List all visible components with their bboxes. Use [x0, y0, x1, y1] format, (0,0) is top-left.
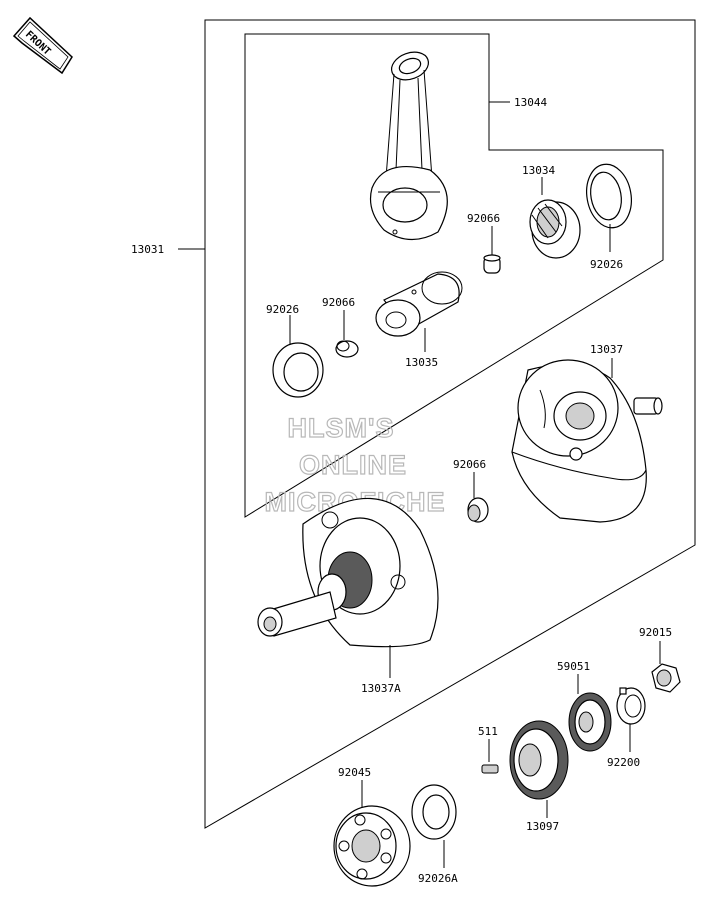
- nut: [651, 663, 681, 693]
- label-13037: 13037: [590, 343, 623, 356]
- connecting-rod-kit-outline: [244, 33, 664, 518]
- label-13097: 13097: [526, 820, 559, 833]
- pin-lower: [467, 497, 489, 523]
- thrust-washer-92026a: [411, 784, 457, 840]
- watermark-line-2: ONLINE: [299, 450, 407, 480]
- label-59051: 59051: [557, 660, 590, 673]
- pin-middle: [335, 340, 359, 358]
- watermark-line-1: HLSM'S: [288, 413, 395, 443]
- leader-lines: [178, 101, 661, 868]
- label-13037A: 13037A: [361, 682, 401, 695]
- thrust-washer-left: [272, 342, 324, 398]
- label-13034: 13034: [522, 164, 555, 177]
- lock-washer: [616, 687, 646, 725]
- label-13035: 13035: [405, 356, 438, 369]
- label-13031: 13031: [131, 243, 164, 256]
- gear-13097: [509, 720, 569, 800]
- label-92026-left: 92026: [266, 303, 299, 316]
- part-labels: 13031 13044 13034 92066 92026 92026 9206…: [131, 96, 672, 885]
- connecting-rod: [369, 51, 448, 241]
- label-92066-lower: 92066: [453, 458, 486, 471]
- watermark: HLSM'S ONLINE MICROFICHE: [264, 412, 445, 517]
- pin-upper: [483, 254, 501, 274]
- front-direction-badge: FRONT: [12, 16, 73, 75]
- woodruff-key: [481, 764, 499, 774]
- crank-pin: [375, 271, 463, 337]
- label-13044: 13044: [514, 96, 547, 109]
- needle-bearing: [529, 199, 581, 259]
- label-92026A: 92026A: [418, 872, 458, 885]
- crankshaft-assembly-outline: [204, 19, 696, 829]
- label-92026-right: 92026: [590, 258, 623, 271]
- ball-bearing: [333, 805, 411, 887]
- gear-59051: [568, 692, 612, 752]
- thrust-washer-right: [586, 163, 632, 229]
- label-92066-upper: 92066: [467, 212, 500, 225]
- label-92066-middle: 92066: [322, 296, 355, 309]
- label-92200: 92200: [607, 756, 640, 769]
- right-flywheel: [511, 359, 663, 523]
- left-flywheel-with-shaft: [257, 497, 439, 648]
- label-511: 511: [478, 725, 498, 738]
- label-92045: 92045: [338, 766, 371, 779]
- label-92015: 92015: [639, 626, 672, 639]
